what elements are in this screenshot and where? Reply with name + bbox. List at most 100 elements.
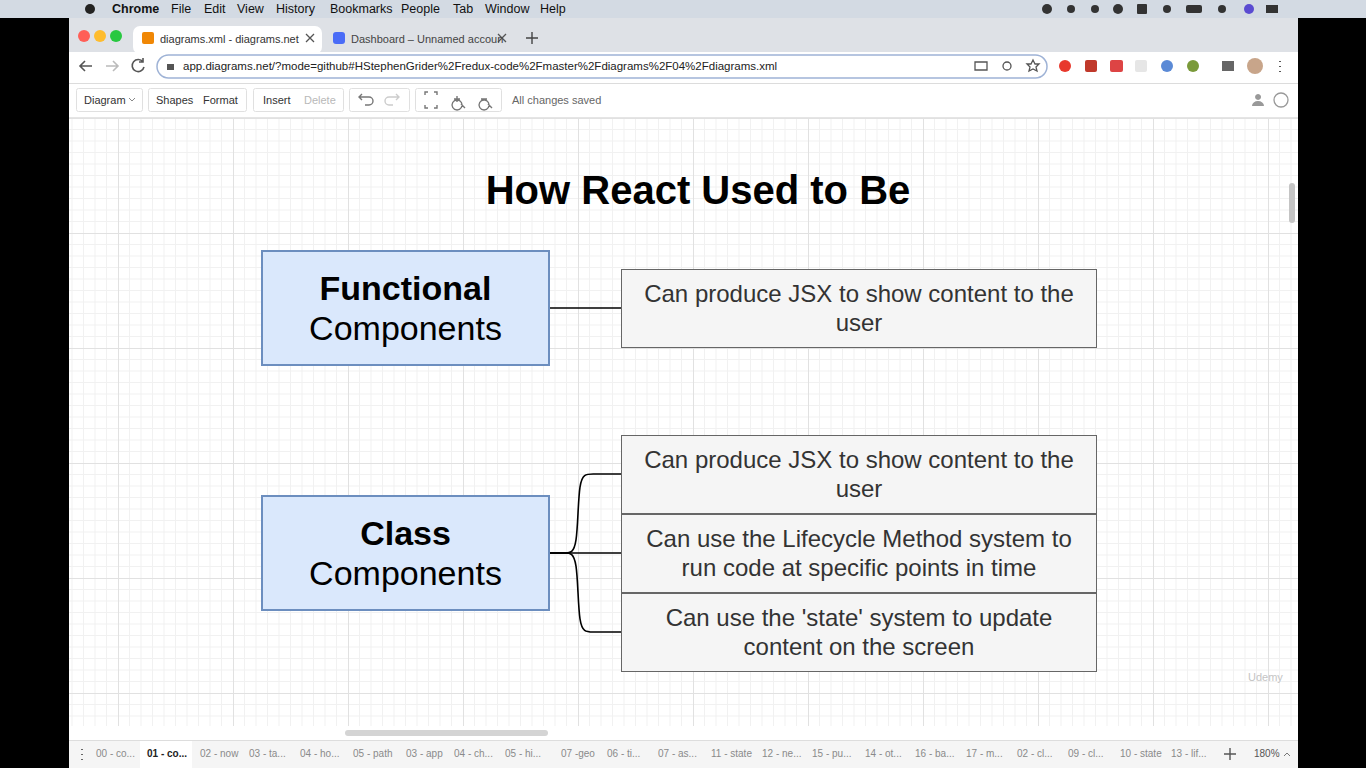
window [69,18,1298,768]
extension-icon [1059,60,1071,72]
menu-icon [1266,5,1278,13]
page-tab-bar [69,740,1298,768]
tab-close [306,34,314,42]
tab-favicon [142,32,154,44]
watermark: Udemy [1248,671,1283,684]
apple-logo [85,4,95,14]
status-icon [1163,5,1171,13]
extension-icon [1085,60,1097,72]
menu-item: Edit [204,2,226,16]
zoom-level: 180% [1254,748,1280,760]
zoom-in-icon [452,96,465,110]
menu-item: Chrome [112,2,159,16]
page-tab: 04 - ch... [454,748,493,760]
page-tab: 05 - hi... [505,748,541,760]
canvas-grid [69,118,1298,726]
bracket-connector [550,474,621,553]
text-block: ClassComponents [263,507,548,599]
page-tab: 04 - ho... [300,748,339,760]
user-icon [1252,94,1264,106]
toolbar-button: Shapes [156,94,193,107]
menu-item: People [401,2,440,16]
address-row [69,52,1298,83]
feature-box: Can use the Lifecycle Method system to r… [621,514,1097,593]
feature-text: Can use the Lifecycle Method system to r… [630,524,1088,583]
status-icon [1067,5,1075,13]
undo-icon [359,94,373,105]
page-tab: 15 - pu... [812,748,851,760]
menu-item: File [171,2,191,16]
dropdown-caret [129,98,135,101]
toolbar-group [149,89,247,112]
bracket-connector [550,553,621,632]
page-tab: 10 - state [1120,748,1162,760]
box-subheading: Components [273,308,538,348]
status-icon [1091,5,1099,13]
extension-icons [1059,58,1280,74]
text-block: Can use the 'state' system to update con… [622,597,1096,668]
menu-item: Help [540,2,566,16]
minimize-light [94,30,106,42]
active-page-tab [140,741,192,768]
toolbar-group [254,89,344,112]
pages-menu [81,749,83,760]
battery-icon [1186,5,1202,13]
feature-text: Can use the 'state' system to update con… [630,603,1088,662]
reload-button [132,58,144,72]
page-tab: 17 - m... [966,748,1003,760]
page-tab: 00 - co... [96,748,135,760]
feature-box: Can use the 'state' system to update con… [621,593,1097,672]
box-subheading: Components [273,553,538,593]
toolbar-button: Format [203,94,238,107]
feature-box: Can produce JSX to show content to the u… [621,269,1097,348]
status-icon [1042,4,1052,14]
globe-icon [1274,93,1288,107]
page-tab: 11 - state [711,748,752,760]
toolbar-button: Insert [263,94,291,107]
toolbar-group [77,89,143,112]
toolbar-group [416,89,502,112]
tab-title: diagrams.xml - diagrams.net [160,33,299,46]
component-box: FunctionalComponents [261,250,550,366]
page-tab: 01 - co... [147,748,187,760]
menu-item: Bookmarks [330,2,393,16]
box-heading: Class [273,513,538,553]
toolbar-group [350,89,410,112]
text-block: FunctionalComponents [263,262,548,354]
status-icon [1218,5,1226,13]
profile-avatar [1247,58,1263,74]
back-button [80,61,92,71]
tab-favicon [333,32,345,44]
text-block: Can use the Lifecycle Method system to r… [622,518,1096,589]
box-heading: Functional [273,268,538,308]
lock-icon [167,64,174,70]
status-icons [1042,4,1278,14]
page-tab: 06 - ti... [607,748,640,760]
url-text: app.diagrams.net/?mode=github#HStephenGr… [183,60,777,73]
status-icon [1113,4,1123,14]
page-tab: 02 - now [200,748,238,760]
page-tab: 03 - ta... [249,748,286,760]
menu-item: History [276,2,315,16]
feature-text: Can produce JSX to show content to the u… [630,279,1088,338]
toolbar-button-disabled: Delete [304,94,336,107]
zoom-caret [1284,753,1290,756]
page-tab: 12 - ne... [762,748,801,760]
extension-icon [1135,60,1147,72]
address-field [157,55,1047,78]
text-block: Can produce JSX to show content to the u… [622,273,1096,344]
save-status: All changes saved [512,94,601,107]
toolbar-groups [77,89,502,112]
component-box: ClassComponents [261,495,550,611]
feature-text: Can produce JSX to show content to the u… [630,445,1088,504]
menu-item: Tab [453,2,473,16]
extension-icon [1187,60,1199,72]
divider [69,117,1298,118]
close-light [78,30,90,42]
scrollbar [345,730,548,736]
redo-icon [385,94,399,105]
extension-icon [1222,61,1234,71]
scroll-track [69,726,1298,740]
page-tab: 03 - app [406,748,443,760]
